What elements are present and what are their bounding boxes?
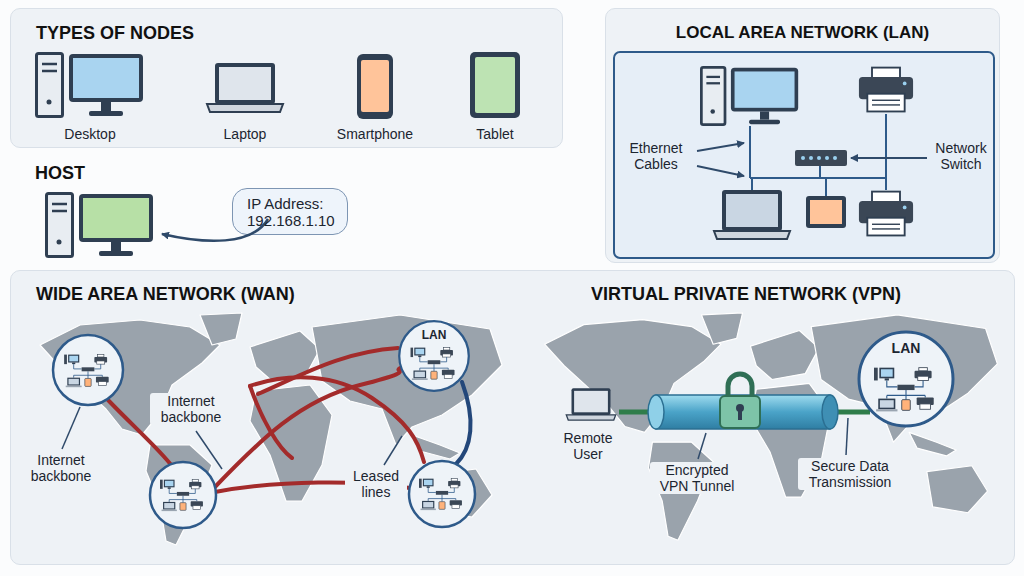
text-slot: LOCAL AREA NETWORK (LAN) xyxy=(606,23,999,43)
device-icons xyxy=(37,52,521,119)
ip-address-tag: IP Address: 192.168.1.10 xyxy=(232,188,348,235)
device-label: Tablet xyxy=(476,126,513,142)
lan-drawing xyxy=(614,52,994,258)
section-title: LOCAL AREA NETWORK (LAN) xyxy=(676,23,929,43)
wan-map xyxy=(40,313,502,545)
callout-label: Leased lines xyxy=(345,468,407,500)
text-slot: IP Address: 192.168.1.10 xyxy=(247,195,347,230)
device-label: Smartphone xyxy=(337,126,413,142)
lan-circle: LAN xyxy=(397,319,471,393)
section-title: VIRTUAL PRIVATE NETWORK (VPN) xyxy=(591,284,901,305)
lan-label: LAN xyxy=(892,340,921,356)
section-title: WIDE AREA NETWORK (WAN) xyxy=(36,284,295,305)
callout-label: Internet backbone xyxy=(20,452,102,484)
callout-label: Secure Data Transmission xyxy=(798,458,902,490)
callout-label: Network Switch xyxy=(929,140,993,172)
text-slot: Secure Data Transmission xyxy=(798,458,902,491)
text-slot: Desktop xyxy=(40,125,140,143)
lan-label: LAN xyxy=(422,329,447,343)
text-slot: Tablet xyxy=(445,125,545,143)
callout-label: Encrypted VPN Tunnel xyxy=(650,462,744,494)
text-slot: Smartphone xyxy=(325,125,425,143)
section-title: TYPES OF NODES xyxy=(36,23,194,44)
mini-lan-icon xyxy=(410,348,454,380)
vpn-map xyxy=(545,313,998,540)
lan-circle: LAN xyxy=(856,329,956,429)
text-slot: LAN xyxy=(856,339,956,357)
callout-label: Remote User xyxy=(553,430,623,462)
text-slot: Remote User xyxy=(553,430,623,463)
ip-address: IP Address: 192.168.1.10 xyxy=(247,195,347,230)
callout-label: Ethernet Cables xyxy=(618,140,694,172)
text-slot: Laptop xyxy=(195,125,295,143)
text-slot: LAN xyxy=(397,325,471,343)
host-icon xyxy=(47,194,269,257)
callout-label: Internet backbone xyxy=(150,393,232,425)
circle-shape xyxy=(399,321,469,391)
text-slot: WIDE AREA NETWORK (WAN) xyxy=(36,284,295,305)
circle-shape xyxy=(859,332,953,426)
text-slot: Leased lines xyxy=(345,468,407,501)
mini-lan-icon xyxy=(874,368,934,412)
text-slot: Encrypted VPN Tunnel xyxy=(650,462,744,495)
text-slot: Internet backbone xyxy=(20,452,102,485)
text-slot: VIRTUAL PRIVATE NETWORK (VPN) xyxy=(591,284,901,305)
text-slot: Network Switch xyxy=(929,140,993,173)
text-slot: Internet backbone xyxy=(150,393,232,426)
device-label: Desktop xyxy=(64,126,115,142)
section-title: HOST xyxy=(35,163,85,184)
text-slot: HOST xyxy=(35,163,85,184)
device-label: Laptop xyxy=(224,126,267,142)
text-slot: TYPES OF NODES xyxy=(36,23,194,44)
text-slot: Ethernet Cables xyxy=(618,140,694,173)
